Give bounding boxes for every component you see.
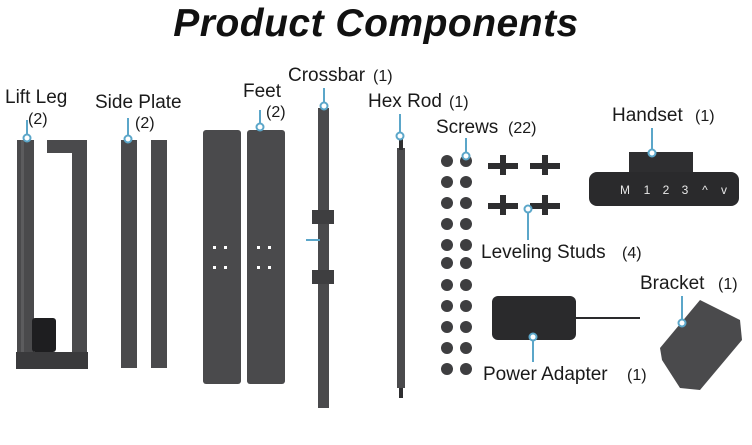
bracket-illustration [660,300,742,390]
handset-button-m: M [620,183,630,197]
lift-leg-illustration [16,140,88,369]
leveling-studs-illustration [488,155,560,215]
hex-rod-illustration [397,138,405,398]
side-plate-illustration [121,140,167,368]
power-adapter-illustration [492,296,640,340]
handset-button-2: 2 [663,183,670,197]
handset-button-down: v [721,183,727,197]
handset-button-3: 3 [682,183,689,197]
handset-button-up: ^ [702,183,708,197]
handset-button-1: 1 [644,183,651,197]
feet-illustration [203,130,285,384]
handset-illustration: M 1 2 3 ^ v [589,152,739,206]
screws-illustration [441,155,472,375]
crossbar-illustration [312,108,334,408]
